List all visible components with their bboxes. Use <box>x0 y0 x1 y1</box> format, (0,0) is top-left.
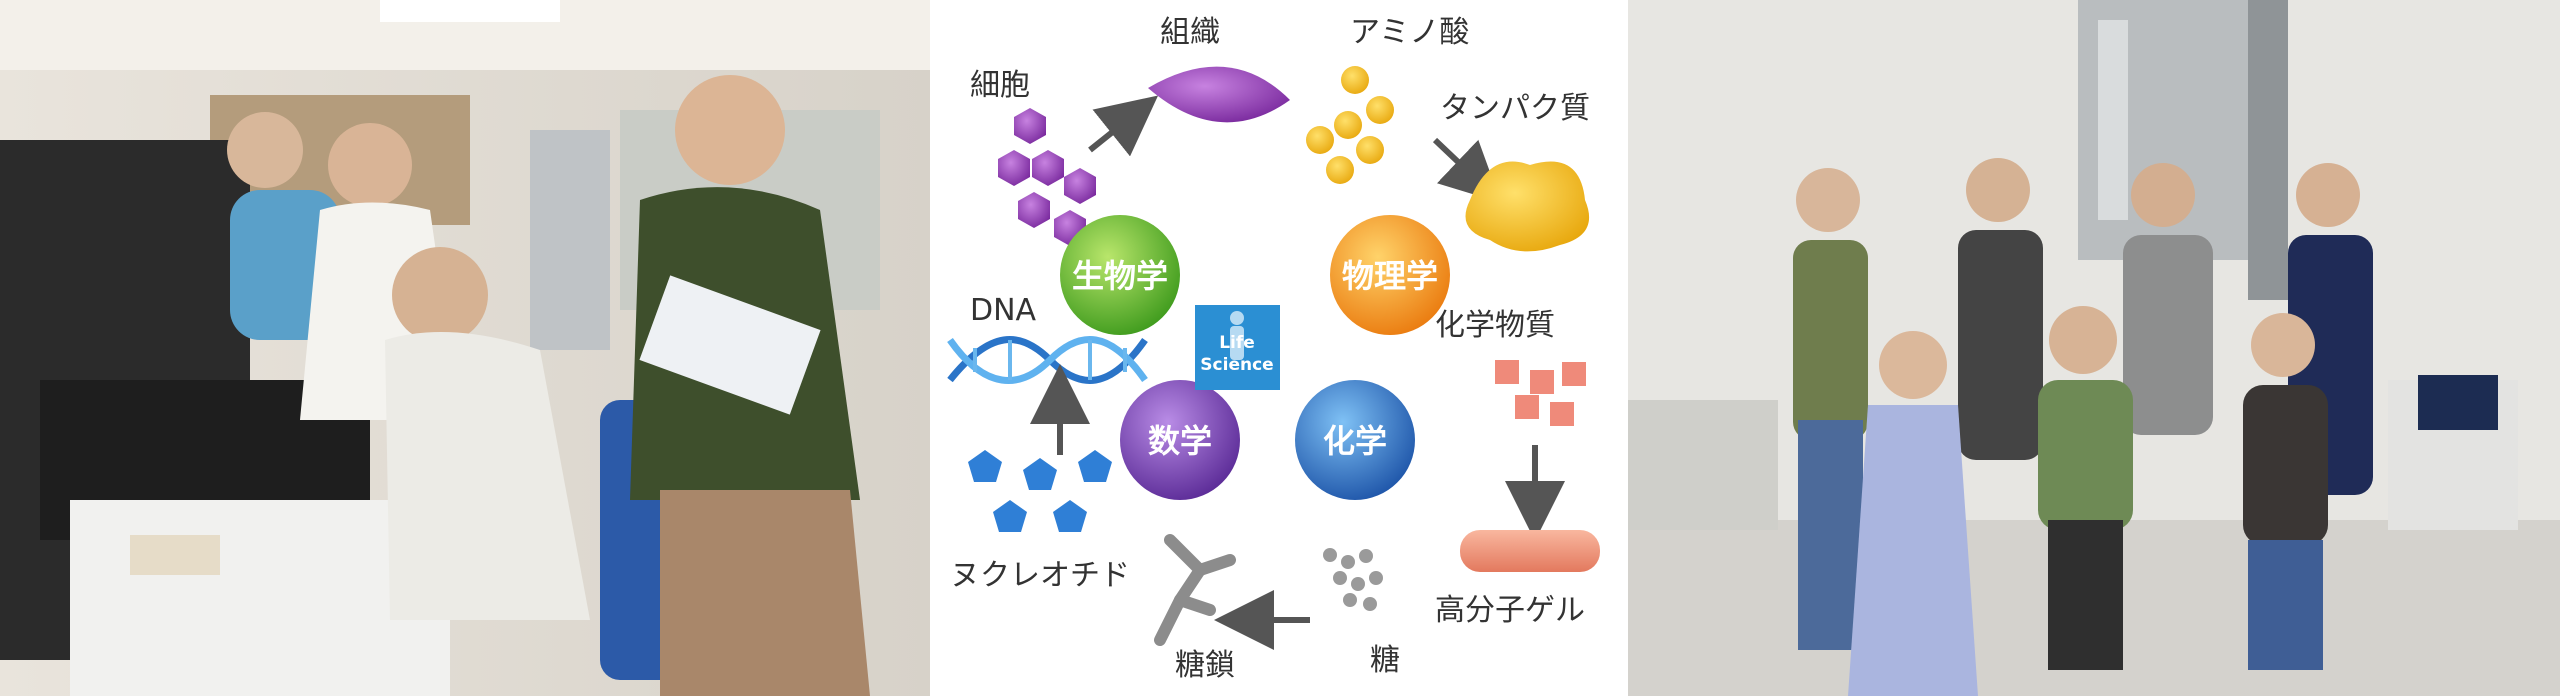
dna-helix-icon <box>947 336 1148 384</box>
lab-cabinet <box>530 130 610 350</box>
polymer-gel-icon <box>1460 530 1600 572</box>
person-e-dress <box>1848 405 1978 696</box>
person-f-pants <box>2048 520 2123 670</box>
arrow-cell-tissue <box>1088 95 1159 157</box>
laptop <box>2418 375 2498 430</box>
person-g-jeans <box>2248 540 2323 670</box>
person-4-trousers <box>660 490 870 696</box>
label-polymer-gel: 高分子ゲル <box>1435 593 1585 628</box>
tissue-icon <box>1148 66 1290 123</box>
person-2-head <box>328 123 412 207</box>
device-label <box>130 535 220 575</box>
person-e-head <box>1879 331 1947 399</box>
label-physics: 物理学 <box>1342 257 1438 295</box>
person-a-jeans <box>1798 420 1863 650</box>
center-label-line2: Science <box>1200 355 1273 375</box>
person-c-shirt <box>2123 235 2213 435</box>
disc-biology <box>1060 215 1180 335</box>
label-nucleotide: ヌクレオチド <box>950 558 1130 593</box>
label-cell: 細胞 <box>970 68 1030 103</box>
lab-scene <box>0 0 930 696</box>
label-mathematics: 数学 <box>1148 422 1212 460</box>
person-c-head <box>2131 163 2195 227</box>
disc-chemistry <box>1295 380 1415 500</box>
label-chemistry: 化学 <box>1323 422 1387 460</box>
person-3-head <box>392 247 488 343</box>
label-dna: DNA <box>970 293 1037 328</box>
disc-physics <box>1330 215 1450 335</box>
protein-icon <box>1465 161 1590 252</box>
chemical-substance-icon <box>1495 360 1586 426</box>
group-scene <box>1628 0 2560 696</box>
person-g-blouse <box>2243 385 2328 545</box>
label-chemical-substance: 化学物質 <box>1435 308 1555 343</box>
label-sugar-chain: 糖鎖 <box>1175 648 1235 683</box>
person-1-head <box>227 112 303 188</box>
label-protein: タンパク質 <box>1440 91 1590 126</box>
person-4-head <box>675 75 785 185</box>
sugar-icon <box>1323 548 1383 611</box>
center-label-line1: Life <box>1219 333 1255 353</box>
ceiling-light <box>380 0 560 22</box>
label-sugar: 糖 <box>1370 643 1400 678</box>
label-tissue: 組織 <box>1160 15 1220 50</box>
person-b-head <box>1966 158 2030 222</box>
human-figure-icon <box>1230 311 1244 360</box>
sugar-chain-icon <box>1154 534 1236 646</box>
arrow-amino-protein <box>1432 137 1502 203</box>
lab-microscope-photo <box>0 0 930 696</box>
group-photo <box>1628 0 2560 696</box>
lab-bench <box>70 500 450 696</box>
person-3-shirt <box>385 332 590 620</box>
diagram-canvas: 細胞 組織 アミノ酸 タンパク質 生物学 物理学 <box>947 15 1600 683</box>
label-biology: 生物学 <box>1072 257 1168 295</box>
person-d-head <box>2296 163 2360 227</box>
amino-acid-icon <box>1306 66 1394 184</box>
person-b-jacket <box>1958 230 2043 460</box>
person-g-head <box>2251 313 2315 377</box>
person-f-shirt <box>2038 380 2133 530</box>
disc-mathematics <box>1120 380 1240 500</box>
life-science-diagram: 細胞 組織 アミノ酸 タンパク質 生物学 物理学 <box>930 0 1628 696</box>
person-f-head <box>2049 306 2117 374</box>
equipment-pipe <box>2248 0 2288 300</box>
cell-cluster-icon <box>998 108 1096 246</box>
nucleotide-icon <box>968 450 1112 532</box>
label-amino-acid: アミノ酸 <box>1350 15 1469 50</box>
person-a-top <box>1793 240 1868 440</box>
person-a-head <box>1796 168 1860 232</box>
ladder <box>1628 400 1778 530</box>
notebook <box>639 275 821 415</box>
magnet-highlight <box>2098 20 2128 220</box>
